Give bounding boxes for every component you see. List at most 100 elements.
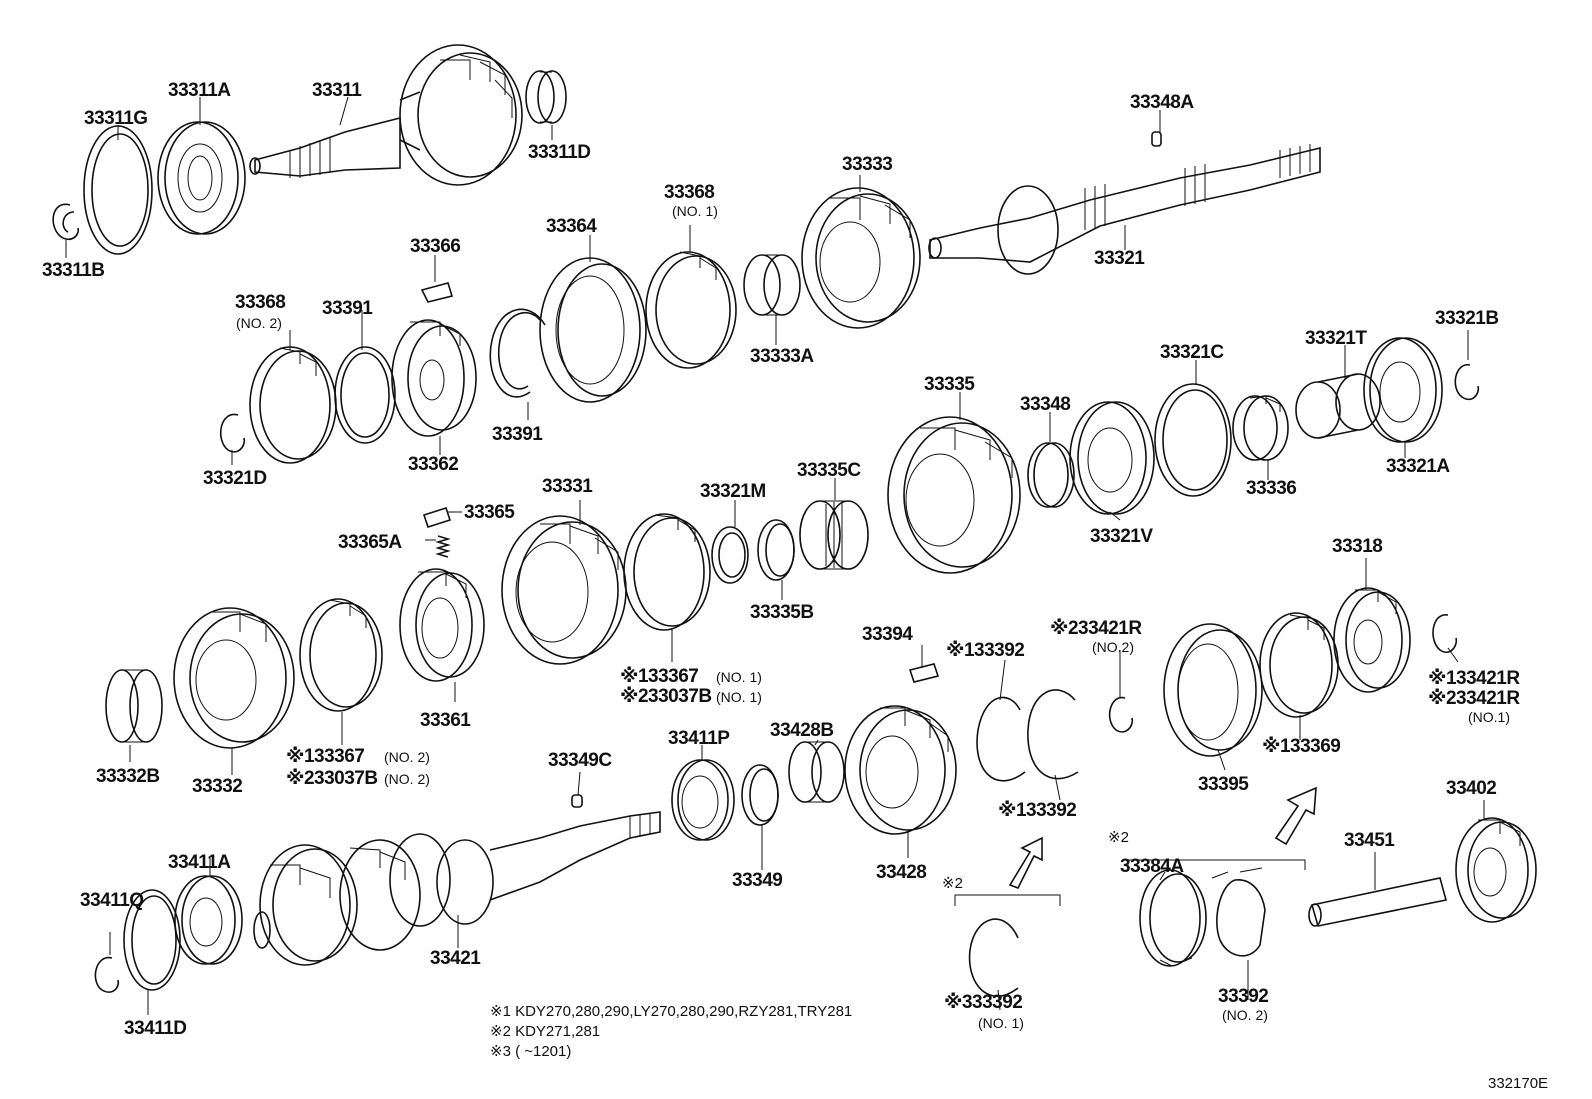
label-33428B: 33428B [770, 720, 834, 741]
label-33367-note1-no1-sub: (NO. 1) [716, 669, 762, 685]
part-33321T-spacer [1295, 373, 1381, 439]
label-33321M: 33321M [700, 481, 766, 502]
part-33367-2-synchro-ring [299, 598, 383, 712]
part-33392-3-snap-ring [968, 918, 1019, 998]
label-33318: 33318 [1332, 536, 1382, 557]
group-bracket-2b [1127, 859, 1306, 870]
label-33311D: 33311D [528, 142, 591, 163]
label-33321V: 33321V [1090, 526, 1153, 547]
part-33411D-snap-ring [123, 889, 181, 991]
part-33421R-2a-snap-ring [1108, 697, 1134, 733]
label-33392-no2: 33392 [1218, 986, 1268, 1007]
part-33331-gear [501, 515, 627, 665]
label-33321: 33321 [1094, 248, 1145, 269]
part-33321V-bearing [1069, 401, 1155, 515]
label-33392-note3-no1: ※333392 [944, 992, 1022, 1013]
part-33332-gear [173, 607, 295, 749]
label-33362: 33362 [408, 454, 458, 475]
part-33369-synchro-ring [1259, 612, 1339, 718]
leader-lines [65, 96, 1485, 1015]
part-33368-2-synchro-ring [249, 346, 337, 464]
part-33361-hub [399, 568, 485, 682]
part-33391-snap-ring-a [489, 308, 546, 398]
part-33332B-needle-bearing [105, 669, 163, 743]
parts-drawing [52, 44, 1537, 1015]
label-33348A: 33348A [1130, 92, 1194, 113]
label-33364: 33364 [546, 216, 597, 237]
part-33349-ring [741, 764, 779, 826]
part-33411P-bearing-race [671, 759, 735, 841]
label-33391-a: 33391 [322, 298, 373, 319]
label-33335: 33335 [924, 374, 975, 395]
label-33331: 33331 [542, 476, 593, 497]
part-33311G-snap-ring [83, 125, 153, 255]
label-33411A: 33411A [168, 852, 231, 873]
part-33411A-bearing [174, 875, 243, 965]
part-33368-1-synchro-ring [645, 251, 737, 369]
label-33411D: 33411D [124, 1018, 187, 1039]
label-33367-note1-no2: ※133367 [286, 746, 364, 767]
part-33321-output-shaft [928, 144, 1321, 275]
part-33333A-needle-bearing [743, 254, 801, 316]
part-33394-key [908, 663, 940, 683]
label-33368-no2: 33368 [235, 292, 285, 313]
label-33421R-note2-no2-sub: (NO.2) [1092, 639, 1134, 655]
part-33321A-bearing [1363, 337, 1443, 443]
label-33368-no2-sub: (NO. 2) [236, 315, 282, 331]
part-33366-key [420, 282, 454, 303]
part-33321D-snap-ring [220, 413, 246, 453]
part-33428-gear [844, 705, 957, 835]
group-mark-2b: ※2 [1108, 829, 1129, 846]
label-33311G: 33311G [84, 108, 148, 129]
part-33311D-needle-bearing [525, 70, 567, 124]
label-33365: 33365 [464, 502, 515, 523]
part-33335-gear [887, 416, 1021, 574]
part-33421-counter-shaft [253, 811, 661, 966]
part-33451-shaft [1308, 877, 1447, 927]
label-33395: 33395 [1198, 774, 1249, 795]
label-33333A: 33333A [750, 346, 814, 367]
part-33311A-bearing [157, 121, 246, 235]
part-33321B-snap-ring [1454, 364, 1480, 401]
label-33394: 33394 [862, 624, 913, 645]
part-33318-gear [1333, 587, 1411, 693]
label-33335B: 33335B [750, 602, 814, 623]
part-33421R-snap-ring [1432, 614, 1458, 653]
part-33411Q-snap-ring [94, 957, 120, 993]
label-33421R-note1: ※133421R [1428, 668, 1520, 689]
arrow-up-right-1 [1008, 836, 1043, 890]
label-33321B: 33321B [1435, 308, 1499, 329]
label-33391-b: 33391 [492, 424, 543, 445]
label-33321A: 33321A [1386, 456, 1450, 477]
part-33428B-needle-bearing [788, 741, 845, 803]
label-33367-note1-no1: ※133367 [620, 666, 698, 687]
label-33365A: 33365A [338, 532, 402, 553]
part-33321M-snap-ring [711, 526, 749, 584]
part-33311B-snap-ring [52, 203, 80, 241]
label-33368-no1-sub: (NO. 1) [672, 203, 718, 219]
part-33333-gear [801, 187, 921, 329]
label-33421R-note2-no1-sub: (NO.1) [1468, 709, 1510, 725]
label-33311A: 33311A [168, 80, 231, 101]
label-33369-note1: ※133369 [1262, 736, 1340, 757]
label-33321C: 33321C [1160, 342, 1224, 363]
part-33335C-needle-bearing [799, 500, 869, 570]
label-33349: 33349 [732, 870, 782, 891]
part-33395-sleeve [1163, 623, 1263, 757]
part-33335B-ring [757, 519, 795, 581]
label-33392-no2-sub: (NO. 2) [1222, 1007, 1268, 1023]
label-33411P: 33411P [668, 728, 730, 749]
part-33364-sleeve [539, 257, 647, 403]
label-33402: 33402 [1446, 778, 1496, 799]
label-33037B-note2-no2: ※233037B [286, 768, 378, 789]
footnotes: ※1 KDY270,280,290,LY270,280,290,RZY281,T… [490, 1003, 852, 1060]
part-labels: 33311G 33311A 33311 33311D 33311B 33348A… [42, 80, 1521, 1039]
part-33384A-hub [1139, 869, 1207, 967]
part-33321C-snap-ring [1154, 383, 1232, 497]
label-33421R-note2-no2: ※233421R [1050, 618, 1142, 639]
part-33391-snap-ring-b [334, 346, 396, 444]
label-33321T: 33321T [1305, 328, 1367, 349]
label-33348: 33348 [1020, 394, 1070, 415]
footnote-3: ※3 ( ~1201) [490, 1043, 571, 1060]
